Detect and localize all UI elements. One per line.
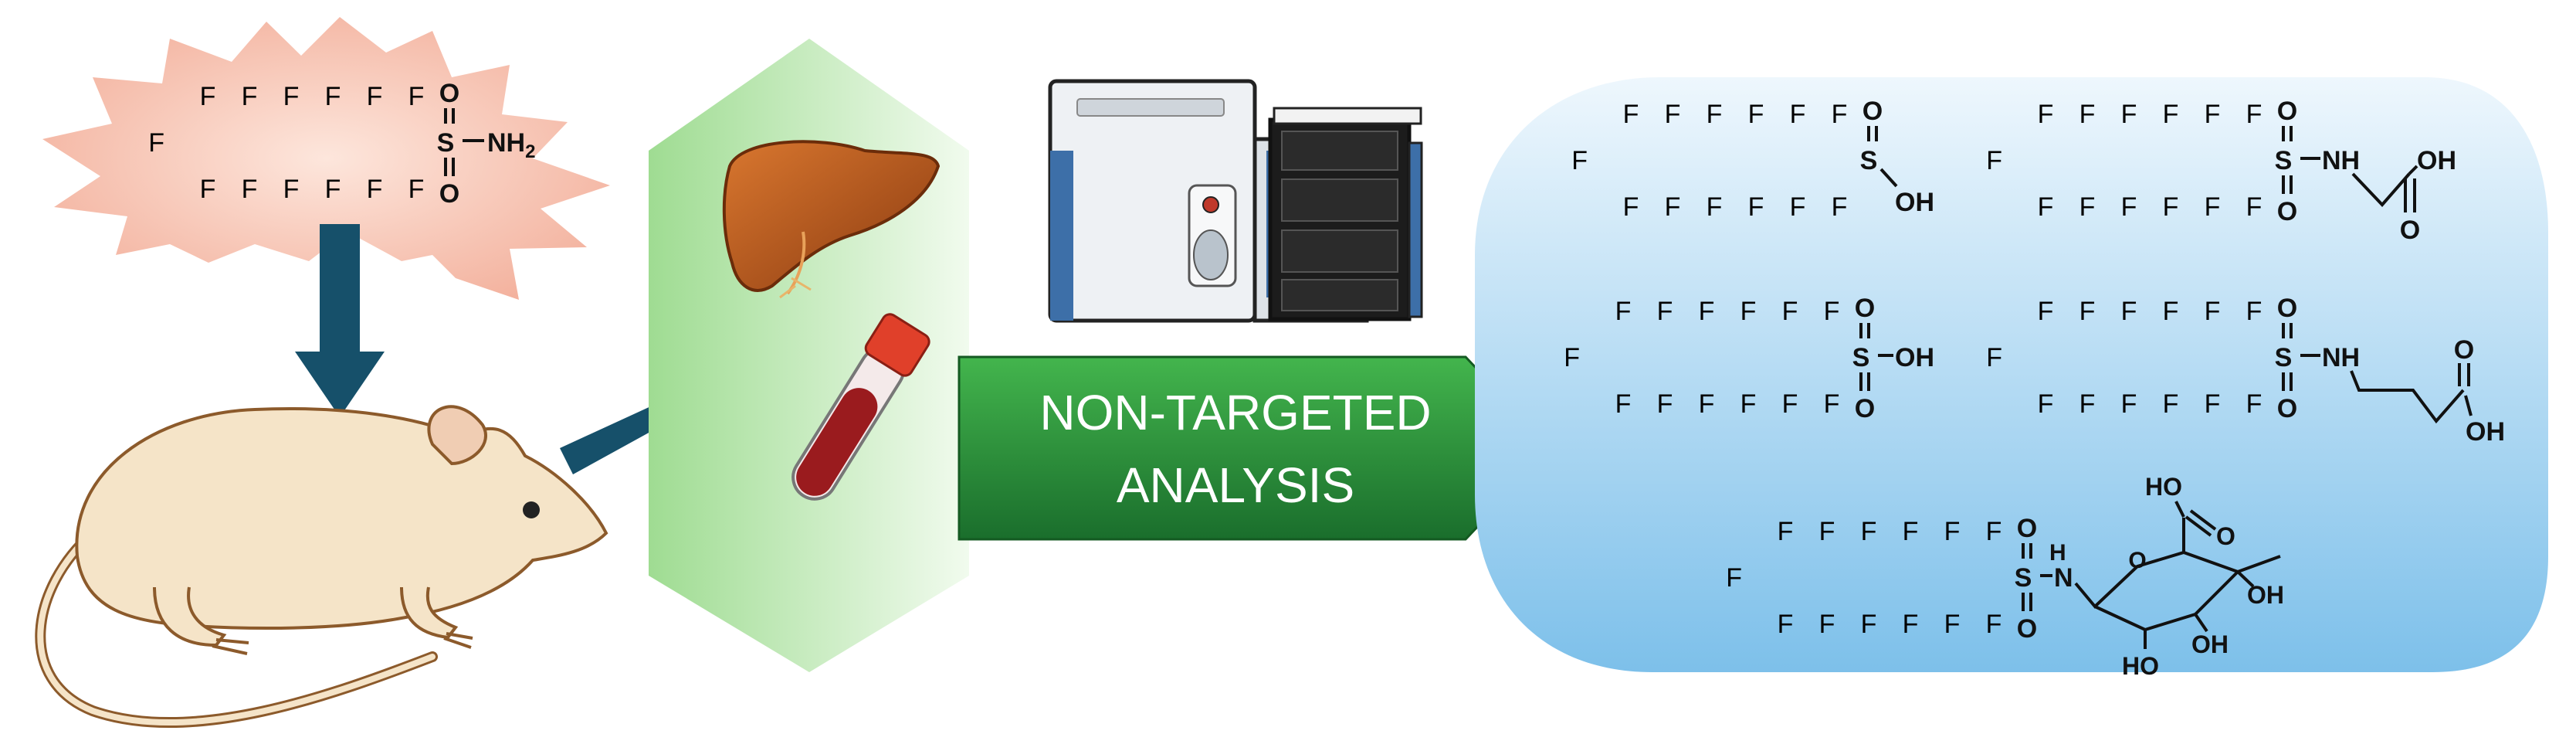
svg-text:S: S	[437, 128, 455, 158]
svg-text:O: O	[2400, 216, 2420, 245]
sulfinic-oh: OH	[1895, 188, 1934, 217]
amine-label: NH	[487, 128, 525, 158]
rat-foot-front	[443, 632, 473, 649]
sulfonamido-butanoic-acid-structure: S O O NH O OH	[1986, 294, 2505, 447]
butanoic-oh: OH	[2466, 417, 2505, 447]
acetic-nh: NH	[2322, 146, 2360, 175]
rat-hind-leg	[153, 586, 227, 647]
glucuronide-oh-1: OH	[2191, 630, 2229, 658]
svg-text:NH2: NH2	[487, 128, 535, 162]
dosing-arrow	[295, 224, 385, 417]
sulfonic-acid-structure: S O O OH	[1564, 294, 1934, 423]
svg-text:O: O	[439, 79, 459, 108]
rat-eye	[523, 501, 540, 518]
svg-text:S: S	[1852, 343, 1870, 372]
metabolites-panel	[1475, 77, 2548, 672]
glucuronide-ho-2: HO	[2145, 473, 2182, 501]
rat-ear	[427, 405, 487, 466]
svg-text:O: O	[1855, 294, 1875, 323]
acetic-oh: OH	[2417, 146, 2456, 175]
sulfinic-acid-structure: S O OH	[1571, 97, 1934, 222]
glucuronide-n: N	[2054, 563, 2073, 593]
svg-text:O: O	[2216, 522, 2235, 550]
svg-text:O: O	[2277, 197, 2297, 226]
rat-tail-inner	[37, 530, 436, 726]
svg-text:S: S	[2275, 343, 2293, 372]
amine-subscript: 2	[525, 141, 535, 162]
glucuronide-oh-2: OH	[2247, 581, 2284, 609]
svg-text:S: S	[1860, 146, 1878, 175]
blood-tube-icon	[791, 313, 930, 501]
svg-text:O: O	[2017, 614, 2037, 644]
svg-text:O: O	[2277, 394, 2297, 423]
svg-text:S: S	[2275, 146, 2293, 175]
rat-body	[75, 407, 608, 630]
sulfonic-oh: OH	[1895, 343, 1934, 372]
banner-line-2: ANALYSIS	[1117, 457, 1354, 513]
svg-text:S: S	[2015, 563, 2032, 593]
svg-text:O: O	[1855, 394, 1875, 423]
svg-text:O: O	[2017, 514, 2037, 543]
precursor-sulfonamide: S O O NH2	[148, 79, 535, 209]
precursor-starburst	[42, 17, 610, 300]
svg-text:O: O	[439, 179, 459, 209]
rat-illustration	[35, 405, 608, 729]
sulfonamido-acetic-acid-structure: S O O NH OH O	[1986, 97, 2456, 245]
glucuronide-ho-1: HO	[2122, 652, 2159, 680]
svg-text:O: O	[2128, 548, 2146, 573]
butanoic-nh: NH	[2322, 343, 2360, 372]
banner-line-1: NON-TARGETED	[1039, 385, 1431, 440]
svg-text:O: O	[2454, 335, 2474, 365]
svg-text:O: O	[2277, 294, 2297, 323]
liver-illustration	[722, 140, 941, 299]
svg-text:O: O	[2277, 97, 2297, 126]
glucuronide-h: H	[2049, 540, 2066, 566]
sulfonamide-glucuronide-structure: S O O N H O HO OH OH O HO	[1726, 473, 2284, 680]
mass-spectrometer-icon	[1048, 79, 1423, 323]
svg-text:O: O	[1863, 97, 1883, 126]
rat-foot-hind	[212, 638, 249, 655]
rat-front-leg	[400, 586, 459, 640]
